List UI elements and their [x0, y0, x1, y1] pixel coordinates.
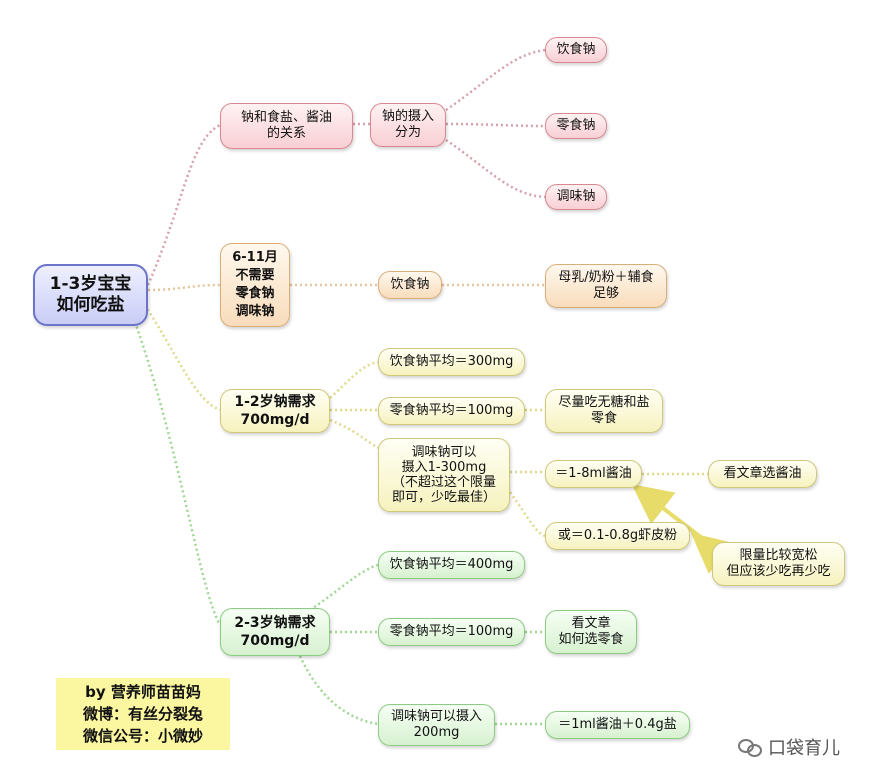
- credit-box: by 营养师苗苗妈 微博：有丝分裂兔 微信公号：小微妙: [56, 678, 230, 750]
- root-node: 1-3岁宝宝 如何吃盐: [33, 264, 148, 326]
- edge-b3sub3-leaf2: [508, 491, 546, 538]
- branch4-sub2: 零食钠平均＝100mg: [378, 618, 525, 646]
- branch4-sub3-leaf: ＝1ml酱油＋0.4g盐: [545, 711, 690, 739]
- edge-b4-sub3: [298, 655, 379, 726]
- branch4-node: 2-3岁钠需求 700mg/d: [220, 608, 330, 656]
- credit-line-weibo: 微博：有丝分裂兔: [82, 705, 203, 723]
- branch3-sub3: 调味钠可以 摄入1-300mg （不超过这个限量 即可，少吃最佳）: [378, 438, 510, 512]
- watermark-text: 口袋育儿: [768, 738, 840, 759]
- branch4-sub1: 饮食钠平均＝400mg: [378, 551, 525, 579]
- branch2-sub-node: 饮食钠: [378, 271, 442, 299]
- branch4-sub2-leaf: 看文章 如何选零食: [545, 610, 637, 654]
- edge-b1sub-leaf2: [445, 122, 546, 128]
- branch3-sub3-leaf1-note: 看文章选酱油: [708, 460, 817, 488]
- watermark: 口袋育儿: [738, 734, 868, 760]
- branch1-sub-node: 钠的摄入 分为: [370, 103, 446, 147]
- branch1-leaf2: 零食钠: [545, 113, 607, 139]
- branch4-sub3: 调味钠可以摄入 200mg: [378, 704, 495, 746]
- branch3-sub3-leaf2: 或＝0.1-0.8g虾皮粉: [545, 522, 690, 550]
- branch1-leaf3: 调味钠: [545, 184, 607, 210]
- branch3-node: 1-2岁钠需求 700mg/d: [220, 389, 330, 433]
- edge-root-b1: [146, 123, 221, 286]
- branch3-sub2: 零食钠平均＝100mg: [378, 397, 525, 425]
- branch3-sub1: 饮食钠平均＝300mg: [378, 348, 525, 376]
- branch1-node: 钠和食盐、酱油 的关系: [220, 103, 353, 149]
- edge-b1sub-leaf1: [445, 48, 546, 112]
- branch3-sub3-leaf1: ＝1-8ml酱油: [545, 460, 642, 488]
- branch2-node: 6-11月 不需要 零食钠 调味钠: [220, 243, 290, 327]
- edge-b1sub-leaf3: [445, 138, 546, 199]
- branch2-leaf: 母乳/奶粉＋辅食 足够: [545, 264, 667, 308]
- credit-line-wechat: 微信公号：小微妙: [82, 727, 203, 745]
- wechat-icon: [738, 737, 762, 757]
- branch3-sub2-leaf: 尽量吃无糖和盐 零食: [545, 389, 663, 433]
- credit-line-author: by 营养师苗苗妈: [85, 683, 201, 701]
- branch1-leaf1: 饮食钠: [545, 37, 607, 63]
- edge-b3-sub1: [329, 360, 379, 399]
- edge-root-b2: [147, 283, 221, 292]
- edge-b4-sub1: [309, 563, 379, 612]
- edge-b3-sub3: [329, 418, 379, 450]
- branch3-note: 限量比较宽松 但应该少吃再少吃: [712, 542, 845, 586]
- edge-root-b4: [133, 321, 222, 626]
- edge-root-b3: [143, 304, 221, 412]
